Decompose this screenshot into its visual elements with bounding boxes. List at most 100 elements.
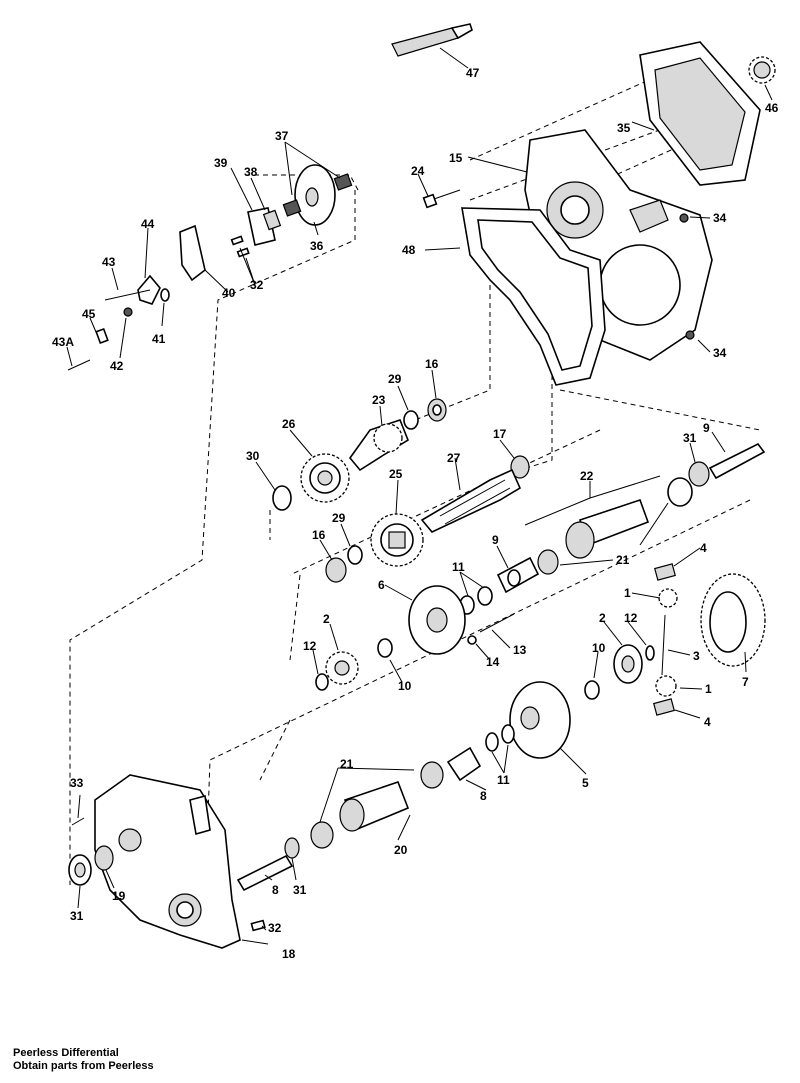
part-34-nut-upper [679, 213, 689, 223]
part-33-bolt [71, 817, 85, 826]
part-2-bevel-gear-right [613, 644, 643, 684]
part-16-bearing-lower [325, 557, 347, 583]
callout-42: 42 [110, 359, 124, 373]
part-8-axle-stub [446, 746, 482, 782]
part-43-bolt [104, 289, 151, 301]
callout-31-upper: 31 [683, 431, 697, 445]
part-25-gear [370, 513, 424, 567]
callout-17: 17 [493, 427, 507, 441]
part-21-bushing-lower-left [310, 821, 334, 849]
part-47-sealant-tube [391, 23, 473, 57]
callout-16-lower: 16 [312, 528, 326, 542]
callout-12-left: 12 [303, 639, 317, 653]
callout-1-upper: 1 [624, 586, 631, 600]
callout-47: 47 [466, 66, 480, 80]
part-11-washers-upper [459, 586, 493, 615]
callout-7: 7 [742, 675, 749, 689]
part-10-washer-left [377, 638, 393, 658]
callout-29-lower: 29 [332, 511, 346, 525]
part-10-washer-right [584, 680, 600, 700]
callout-2-right: 2 [599, 611, 606, 625]
diagram-caption: Peerless Differential Obtain parts from … [13, 1047, 154, 1073]
part-21-bushings-upper [537, 549, 559, 575]
callout-labels: 47 46 35 37 39 38 15 24 34 44 36 48 43 3… [52, 66, 779, 961]
callout-43: 43 [102, 255, 116, 269]
part-38-pad-holder [262, 209, 282, 231]
leader-lines [66, 47, 773, 945]
callout-21-upper: 21 [616, 553, 630, 567]
callout-31-lower: 31 [70, 909, 84, 923]
part-13-bolt [479, 613, 515, 633]
part-45-spacer [95, 327, 109, 345]
callout-25: 25 [389, 467, 403, 481]
part-7-ring-gear [700, 573, 766, 667]
callout-34-lower: 34 [713, 346, 727, 360]
part-29-washer-upper [403, 410, 419, 430]
callout-11-upper: 11 [452, 560, 465, 574]
part-32-pins-upper [230, 235, 250, 258]
part-31-bearing-lower [68, 854, 92, 886]
callout-41: 41 [152, 332, 166, 346]
part-24-bolt [422, 189, 461, 209]
part-31-bearing-upper [688, 461, 710, 487]
callout-10-right: 10 [592, 641, 606, 655]
callout-39: 39 [214, 156, 228, 170]
part-26-gear [300, 453, 350, 503]
part-43a-pin [67, 359, 91, 371]
part-9-axle-lower [496, 556, 540, 594]
callout-11-lower: 11 [497, 773, 510, 787]
caption-note: Obtain parts from Peerless [13, 1060, 154, 1072]
callout-48: 48 [402, 243, 416, 257]
part-42-nut [123, 307, 133, 317]
callout-31-middle: 31 [293, 883, 307, 897]
callout-30: 30 [246, 449, 260, 463]
part-5-differential-case-half [509, 681, 571, 759]
part-3-cross-shaft [661, 614, 666, 676]
callout-43a: 43A [52, 335, 74, 349]
part-4-block-lower [653, 698, 675, 716]
part-16-bearing-upper [427, 398, 447, 422]
part-40-bracket [179, 224, 206, 282]
callout-37: 37 [275, 129, 289, 143]
callout-27: 27 [447, 451, 461, 465]
part-18-lower-case [94, 774, 241, 949]
part-14-nut [467, 635, 477, 645]
part-41-washer [160, 288, 170, 302]
callout-34-upper: 34 [713, 211, 727, 225]
part-17-bearing [510, 455, 530, 479]
callout-32-lower: 32 [268, 921, 282, 935]
callout-6: 6 [378, 578, 385, 592]
callout-24: 24 [411, 164, 425, 178]
callout-19: 19 [112, 889, 126, 903]
callout-23: 23 [372, 393, 386, 407]
callout-9-upper: 9 [703, 421, 710, 435]
callout-46: 46 [765, 101, 779, 115]
part-1-pinion-lower [655, 675, 677, 697]
part-4-block-upper [654, 563, 676, 581]
part-32-pin-lower [250, 919, 266, 932]
part-23-pinion-shaft [348, 419, 409, 472]
callout-4-upper: 4 [700, 541, 707, 555]
callout-45: 45 [82, 307, 96, 321]
callout-18: 18 [282, 947, 296, 961]
callout-38: 38 [244, 165, 258, 179]
part-34-nut-lower [685, 330, 695, 340]
part-11-washers-lower [485, 724, 515, 752]
callout-20: 20 [394, 843, 408, 857]
callout-2-left: 2 [323, 612, 330, 626]
part-6-differential-case-half [408, 585, 466, 655]
part-37-brake-pads [282, 173, 353, 217]
part-19-needle-bearing [94, 845, 114, 871]
callout-3: 3 [693, 649, 700, 663]
part-36-brake-disc [294, 164, 336, 226]
part-48-gasket [461, 207, 606, 386]
callout-40: 40 [222, 286, 236, 300]
callout-8-lower: 8 [272, 883, 279, 897]
part-15-transaxle-case [524, 129, 713, 361]
callout-29-upper: 29 [388, 372, 402, 386]
part-27-splined-shaft [420, 468, 522, 533]
callout-22: 22 [580, 469, 594, 483]
callout-13: 13 [513, 643, 527, 657]
part-12-washer-right [645, 645, 655, 661]
callout-15: 15 [449, 151, 463, 165]
